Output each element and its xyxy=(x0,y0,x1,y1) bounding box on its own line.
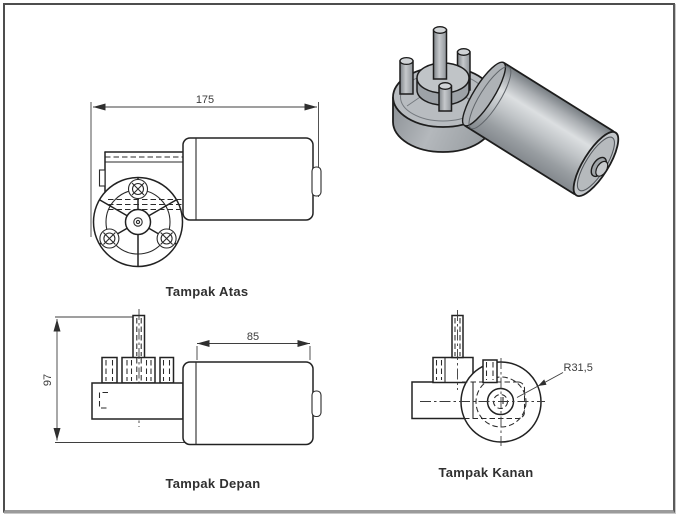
gear-housing-front xyxy=(91,382,184,420)
dimension-overall-height: 97 xyxy=(42,316,185,443)
right-view-label: Tampak Kanan xyxy=(438,465,533,480)
stud-over-can xyxy=(482,359,498,384)
front-view-label: Tampak Depan xyxy=(165,476,260,491)
flange-top xyxy=(92,176,184,268)
iso-stud xyxy=(399,56,414,95)
dim-97-value: 97 xyxy=(42,374,54,386)
motor-body-top xyxy=(182,137,322,221)
top-view: 175 xyxy=(90,94,322,299)
shaft-boss-top xyxy=(311,166,322,197)
dim-85-value: 85 xyxy=(247,331,259,343)
right-view: R31,5 Tampak Kanan xyxy=(411,310,593,480)
gear-housing-right xyxy=(411,381,465,420)
motor-body-front xyxy=(182,361,322,446)
dim-175-value: 175 xyxy=(196,94,214,106)
radius-annotation: R31,5 xyxy=(516,362,593,398)
iso-stud xyxy=(438,82,453,112)
output-shaft-right xyxy=(451,310,464,390)
iso-view xyxy=(392,26,620,197)
dimension-motor-length: 85 xyxy=(196,331,311,360)
radius-value: R31,5 xyxy=(564,362,593,374)
iso-motor-can xyxy=(461,61,620,197)
bolt-heads xyxy=(99,178,177,249)
iso-output-shaft xyxy=(432,26,448,80)
hub-circle xyxy=(124,208,152,236)
shaft-boss-front xyxy=(311,390,322,418)
top-view-label: Tampak Atas xyxy=(166,284,249,299)
front-view: 97 xyxy=(42,309,322,491)
studs-right xyxy=(432,356,474,384)
studs-front xyxy=(101,356,175,384)
